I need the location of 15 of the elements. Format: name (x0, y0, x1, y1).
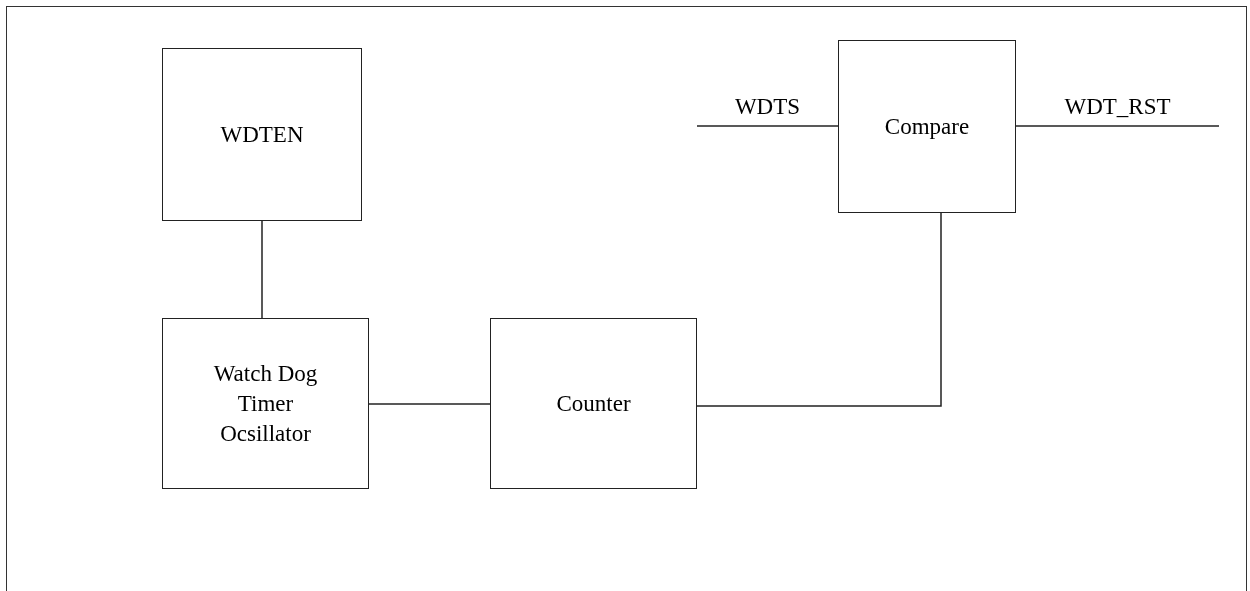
block-label: Compare (884, 112, 970, 141)
block-label: Watch Dog Timer Ocsillator (212, 359, 319, 448)
signal-label: WDTS (734, 94, 801, 120)
block-box (838, 40, 1016, 213)
block-label: Counter (556, 389, 631, 418)
signal-label: WDT_RST (1064, 94, 1171, 120)
connector-line (1015, 125, 1220, 127)
connector-line (696, 125, 839, 127)
block-box (162, 318, 369, 489)
connector-line (696, 212, 942, 407)
connector-line (368, 403, 491, 405)
block-box (162, 48, 362, 221)
connector-line (261, 220, 263, 319)
block-label: WDTEN (220, 120, 304, 149)
block-box (490, 318, 697, 489)
